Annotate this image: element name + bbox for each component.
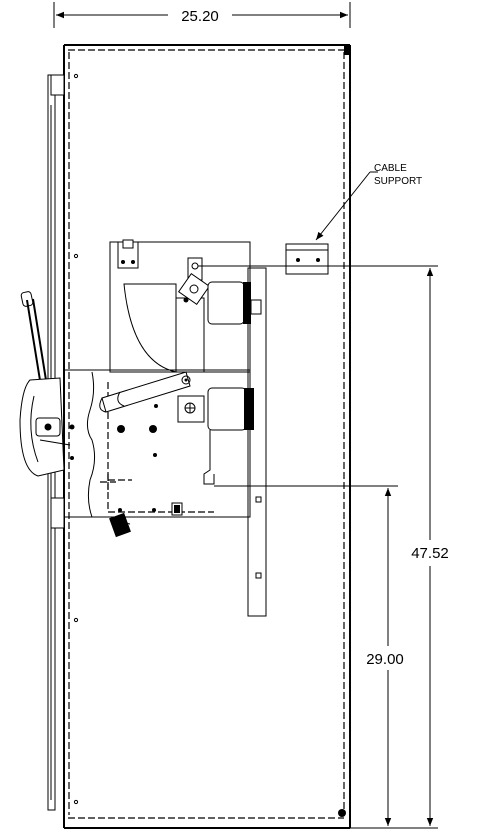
cable-support-label-1: CABLE [374, 163, 407, 174]
width-dimension-label: 25.20 [181, 8, 219, 25]
lower-mechanism [63, 369, 254, 538]
operating-handle [19, 291, 75, 477]
upper-mechanism [109, 239, 262, 373]
cable-support-label-2: SUPPORT [374, 176, 422, 187]
bus-bar [247, 267, 267, 617]
lower-height-label: 29.00 [366, 651, 404, 668]
cable-support: CABLE SUPPORT [285, 163, 422, 275]
overall-height-label: 47.52 [411, 545, 449, 562]
height-dimensions: 47.52 29.00 [198, 265, 449, 829]
width-dimension: 25.20 [53, 2, 351, 28]
enclosure [47, 44, 351, 829]
